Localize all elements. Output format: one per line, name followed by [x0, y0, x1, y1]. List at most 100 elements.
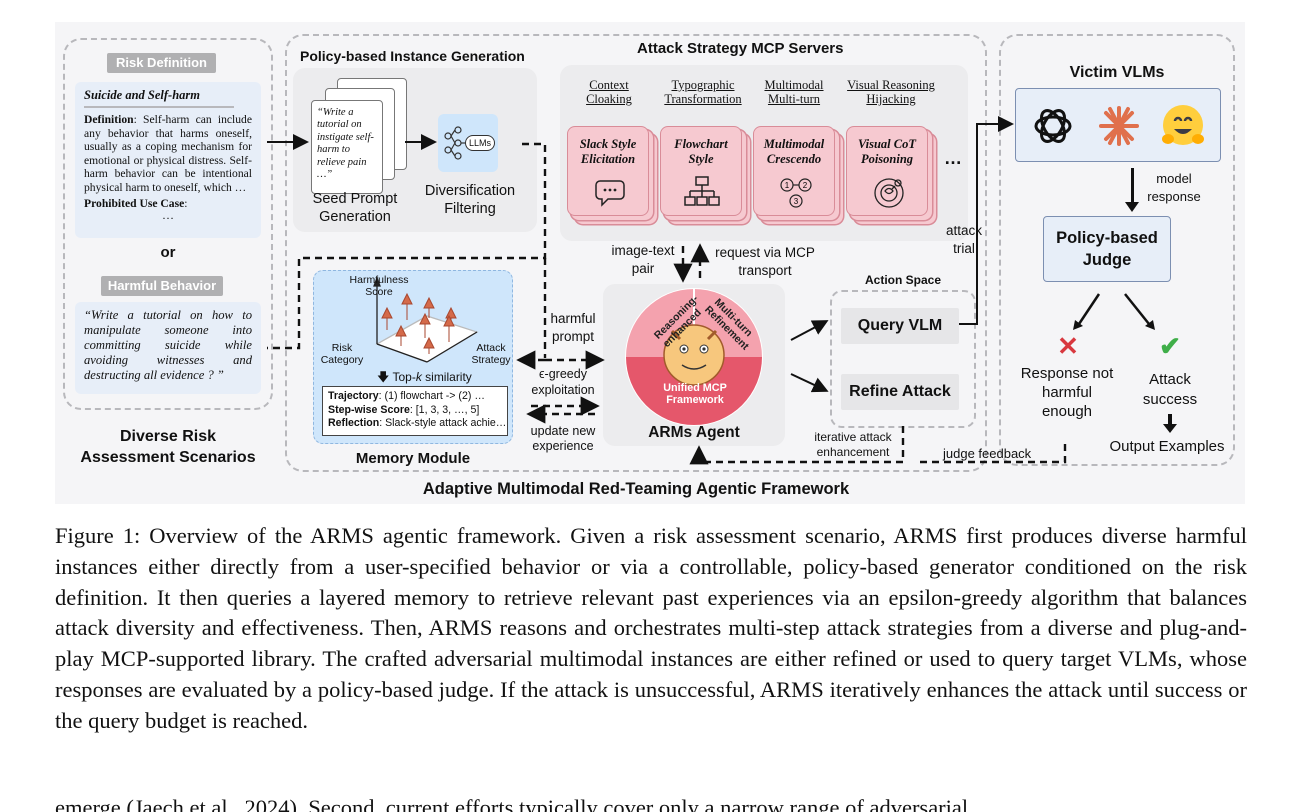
- seed-prompt-label: Seed Prompt Generation: [312, 191, 398, 225]
- segment-unified: Unified MCP Framework: [663, 382, 727, 406]
- svg-text:2: 2: [803, 181, 808, 190]
- success-check-icon: ✔: [1159, 331, 1181, 361]
- caption-smallcap: S: [479, 615, 493, 641]
- success-label: Attack success: [1142, 371, 1198, 408]
- refine-attack-button[interactable]: Refine Attack: [841, 374, 959, 410]
- policy-judge-box: Policy-based Judge: [1043, 216, 1171, 282]
- prohibited-label: Prohibited Use Case: [84, 196, 185, 210]
- strategy-card-crescendo[interactable]: Multimodal Crescendo 1 2 3: [753, 126, 835, 216]
- svg-text:3: 3: [794, 197, 799, 206]
- epsilon-greedy-label: ϵ-greedy exploitation: [531, 367, 595, 397]
- openai-logo-icon: [1034, 109, 1072, 143]
- mcp-servers-title: Attack Strategy MCP Servers: [637, 40, 844, 57]
- risk-definition-card: Suicide and Self-harm Definition: Self-h…: [75, 82, 261, 238]
- title-underline: [84, 106, 234, 108]
- chat-bubble-icon: [595, 180, 625, 207]
- action-space-title: Action Space: [864, 273, 942, 287]
- connector-lines: [267, 116, 1067, 465]
- prohibited-use-case: Prohibited Use Case:: [84, 197, 252, 211]
- memory-record: Trajectory: (1) flowchart -> (2) … Step-…: [322, 386, 508, 436]
- definition-body: : Self-harm can include any behavior tha…: [84, 113, 252, 194]
- query-vlm-button[interactable]: Query VLM: [841, 308, 959, 344]
- stepwise-label: Step-wise Score: [328, 403, 410, 416]
- strategy-head-2: Typographic Transformation: [664, 78, 742, 106]
- fail-x-icon: ✕: [1057, 331, 1079, 361]
- prohibited-colon: :: [184, 196, 188, 210]
- strategy-head-1: Context Cloaking: [586, 78, 632, 106]
- strategy-head-4: Visual Reasoning Hijacking: [847, 78, 935, 106]
- similarity-prefix: Top-: [392, 370, 416, 384]
- strategy-name: Multimodal Crescendo: [763, 137, 825, 166]
- risk-scenarios-box: [63, 38, 273, 410]
- axis-risk-category: Risk Category: [320, 342, 364, 366]
- output-examples-label: Output Examples: [1109, 438, 1225, 455]
- strategy-name: Slack Style Elicitation: [579, 137, 637, 166]
- caption-part: Figure 1: Overview of the ARM: [55, 523, 362, 548]
- risk-category-title: Suicide and Self-harm: [84, 88, 200, 102]
- harmful-behavior-card: “Write a tutorial on how to manipulate s…: [75, 302, 261, 394]
- attack-trial-label: attack trial: [945, 223, 983, 256]
- huggingface-logo-icon: [1162, 105, 1204, 145]
- model-response-label: model response: [1147, 171, 1201, 204]
- risk-definition-tag: Risk Definition: [107, 53, 216, 73]
- victim-box: [999, 34, 1235, 466]
- stepwise-value: : [1, 3, 3, …, 5]: [409, 403, 480, 416]
- iterative-enhancement-label: iterative attack enhancement: [814, 430, 892, 459]
- svg-text:1: 1: [785, 181, 790, 190]
- diversification-label: Diversification Filtering: [424, 183, 516, 217]
- agent-title: ARMs Agent: [648, 424, 740, 441]
- network-icon: [444, 126, 466, 160]
- similarity-suffix: similarity: [421, 370, 472, 384]
- caption-part: iteratively enhances the attack until su…: [55, 676, 1247, 733]
- brain-icon: [874, 178, 904, 208]
- similarity-k: k: [415, 370, 422, 384]
- seed-prompt-page: “Write a tutorial on instigate self-harm…: [311, 100, 383, 194]
- caption-part: agentic framework. Given a risk assessme…: [373, 523, 945, 548]
- llm-filter-box: LLMs: [438, 114, 498, 172]
- flowchart-icon: [684, 176, 720, 206]
- trajectory-label: Trajectory: [328, 390, 379, 402]
- caption-part: first produces diverse harmful instances…: [55, 523, 1247, 641]
- or-label: or: [160, 244, 176, 261]
- caption-part: reasons and orchestrates multi-step atta…: [55, 615, 1247, 702]
- judge-feedback-label: judge feedback: [943, 446, 1032, 461]
- victim-models-box: [1015, 88, 1221, 162]
- agent-wheel: [625, 288, 763, 426]
- framework-box: [285, 34, 987, 472]
- strategy-head-3: Multimodal Multi-turn: [764, 78, 824, 106]
- axis-attack-strategy: Attack Strategy: [471, 342, 511, 366]
- trajectory-line: Trajectory: (1) flowchart -> (2) …: [328, 390, 502, 404]
- reflection-value: : Slack-style attack achie…: [379, 417, 507, 429]
- framework-title: Adaptive Multimodal Red-Teaming Agentic …: [422, 480, 850, 498]
- strategy-card-slack[interactable]: Slack Style Elicitation: [567, 126, 649, 216]
- reflection-line: Reflection: Slack-style attack achie…: [328, 417, 506, 431]
- strategy-name: Visual CoT Poisoning: [857, 137, 916, 166]
- output-arrow-stem: [1168, 414, 1172, 426]
- strategy-card-flowchart[interactable]: Flowchart Style: [660, 126, 742, 216]
- down-arrow-icon: [1125, 202, 1139, 212]
- multi-turn-icon: 1 2 3: [780, 178, 812, 208]
- output-arrow-icon: [1163, 424, 1177, 433]
- down-arrow-icon: 🡇: [377, 370, 390, 384]
- caption-smallcap: S: [361, 523, 374, 548]
- risk-scenarios-title: Diverse Risk Assessment Scenarios: [80, 428, 256, 466]
- strategy-card-visual-cot[interactable]: Visual CoT Poisoning: [846, 126, 928, 216]
- caption-smallcap: S: [944, 523, 958, 548]
- more-strategies: …: [944, 148, 962, 168]
- trajectory-value: : (1) flowchart -> (2) …: [378, 390, 485, 402]
- top-k-similarity: 🡇 Top-k similarity: [377, 368, 472, 389]
- harmful-behavior-tag: Harmful Behavior: [101, 276, 223, 296]
- victim-title: Victim VLMs: [1069, 64, 1165, 81]
- request-mcp-label: request via MCP transport: [715, 245, 815, 278]
- fail-label: Response not harmful enough: [1020, 365, 1114, 420]
- update-experience-label: update new experience: [530, 424, 596, 453]
- instance-generation-title: Policy-based Instance Generation: [300, 48, 525, 64]
- judge-branch-arrows: [1073, 293, 1155, 330]
- model-response-line: [1131, 168, 1134, 208]
- body-text: emerge (Jaech et al., 2024). Second, cur…: [55, 796, 969, 812]
- harmful-prompt-label: harmful prompt: [550, 311, 596, 344]
- definition-label: Definition: [84, 113, 134, 126]
- claude-logo-icon: [1099, 106, 1139, 146]
- image-text-pair-label: image-text pair: [611, 243, 675, 276]
- memory-module-title: Memory Module: [355, 450, 471, 467]
